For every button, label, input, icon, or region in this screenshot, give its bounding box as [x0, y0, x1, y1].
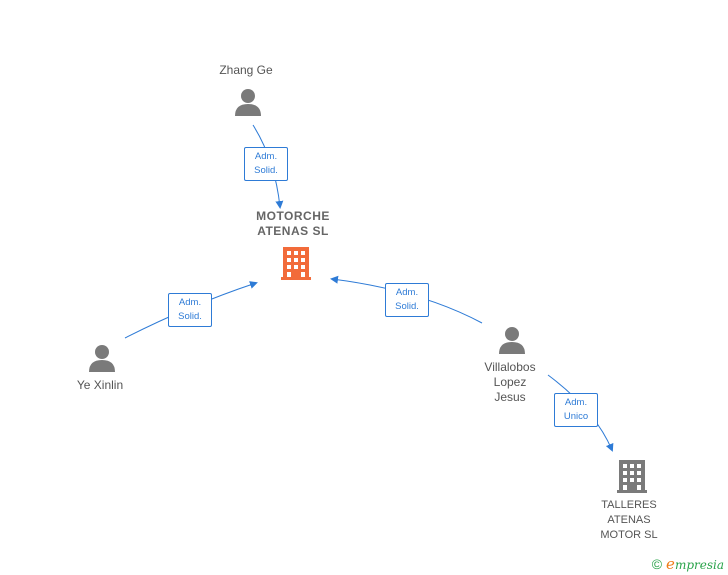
footer-brand: © empresia [652, 555, 724, 573]
node-label-zhang-ge[interactable]: Zhang Ge [219, 63, 273, 77]
edge-role-badge[interactable]: Adm. Solid. [385, 283, 429, 317]
empresia-logo: empresia [666, 555, 724, 573]
node-label-motorche-atenas[interactable]: MOTORCHE ATENAS SL [256, 209, 330, 238]
node-label-villalobos-lopez-jesus[interactable]: Villalobos Lopez Jesus [484, 360, 536, 404]
edge-role-badge[interactable]: Adm. Solid. [168, 293, 212, 327]
building-icon[interactable] [281, 247, 311, 280]
person-icon[interactable] [235, 89, 261, 116]
node-label-ye-xinlin[interactable]: Ye Xinlin [76, 378, 124, 392]
edge-role-badge[interactable]: Adm. Unico [554, 393, 598, 427]
copyright-icon: © [651, 556, 663, 572]
node-label-talleres-atenas-motor[interactable]: TALLERES ATENAS MOTOR SL [600, 499, 658, 541]
edge-role-badge[interactable]: Adm. Solid. [244, 147, 288, 181]
person-icon[interactable] [499, 327, 525, 354]
building-icon[interactable] [617, 460, 647, 493]
person-icon[interactable] [89, 345, 115, 372]
